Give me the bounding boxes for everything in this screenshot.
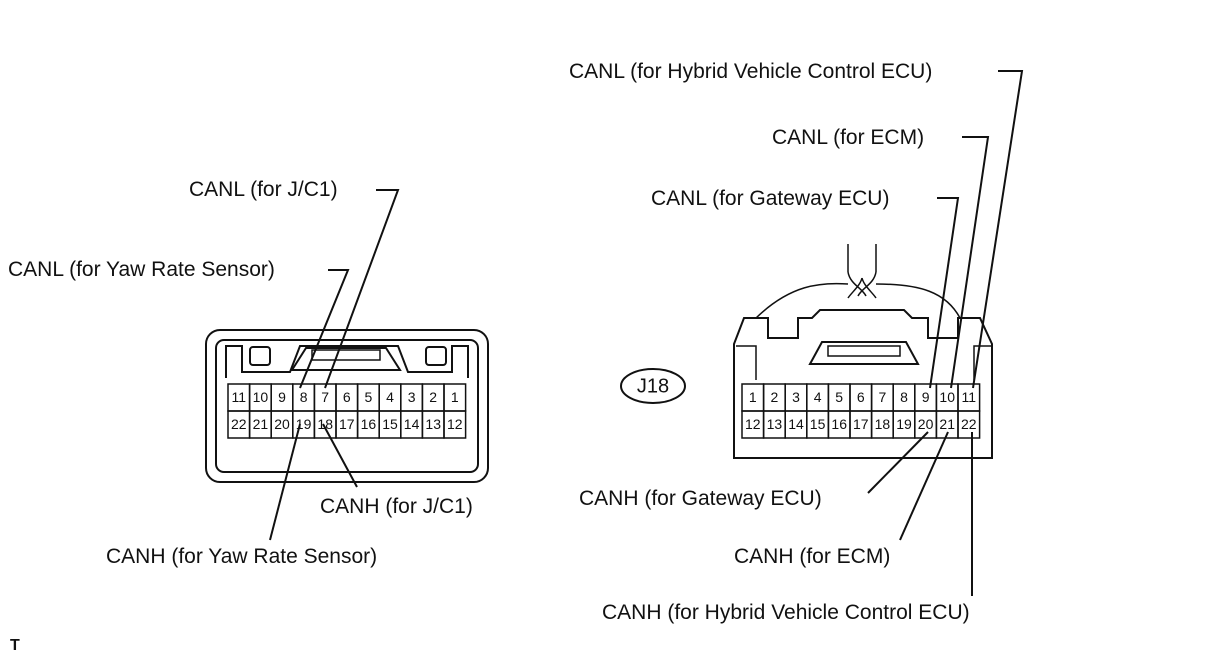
right-pin-22: 22 (961, 416, 977, 432)
left-pin-15: 15 (382, 416, 398, 432)
left-pin-18: 18 (317, 416, 333, 432)
footer-mark: T (10, 637, 20, 654)
right-pin-11: 11 (962, 389, 977, 405)
canh-ecm-label: CANH (for ECM) (734, 545, 890, 568)
left-leader-lines (269, 189, 400, 541)
right-pin-7: 7 (879, 389, 887, 405)
left-pin-6: 6 (343, 389, 351, 405)
left-pin-17: 17 (339, 416, 355, 432)
right-pin-15: 15 (810, 416, 826, 432)
right-pin-1: 1 (749, 389, 757, 405)
right-pin-9: 9 (922, 389, 930, 405)
left-pin-5: 5 (365, 389, 373, 405)
left-pin-7: 7 (321, 389, 329, 405)
left-pin-11: 11 (232, 389, 247, 405)
left-pin-22: 22 (231, 416, 247, 432)
right-pin-12: 12 (745, 416, 761, 432)
left-pin-20: 20 (274, 416, 290, 432)
canh-gateway-ecu-label: CANH (for Gateway ECU) (579, 487, 822, 510)
left-pin-10: 10 (253, 389, 269, 405)
canh-jc1-label: CANH (for J/C1) (320, 495, 473, 518)
right-pin-8: 8 (900, 389, 908, 405)
left-pin-21: 21 (253, 416, 269, 432)
right-pin-6: 6 (857, 389, 865, 405)
connector-id-badge: J18 (620, 368, 686, 404)
canl-gateway-ecu-label: CANL (for Gateway ECU) (651, 187, 889, 210)
right-pin-16: 16 (831, 416, 847, 432)
left-pin-13: 13 (425, 416, 441, 432)
canl-hybrid-ecu-label: CANL (for Hybrid Vehicle Control ECU) (569, 60, 932, 83)
left-pin-16: 16 (361, 416, 377, 432)
right-pin-13: 13 (767, 416, 783, 432)
right-pin-14: 14 (788, 416, 804, 432)
right-pin-20: 20 (918, 416, 934, 432)
right-pin-4: 4 (814, 389, 822, 405)
right-pin-3: 3 (792, 389, 800, 405)
right-pin-2: 2 (771, 389, 779, 405)
right-pin-5: 5 (835, 389, 843, 405)
right-pin-19: 19 (896, 416, 912, 432)
right-pin-cell (957, 410, 981, 439)
canh-yaw-rate-sensor-label: CANH (for Yaw Rate Sensor) (106, 545, 377, 568)
left-pin-1: 1 (451, 389, 459, 405)
right-leader-lines (867, 70, 1024, 596)
connector-id-text: J18 (637, 375, 669, 397)
left-pin-3: 3 (408, 389, 416, 405)
left-pin-9: 9 (278, 389, 286, 405)
canl-jc1-label: CANL (for J/C1) (189, 178, 338, 201)
canh-hybrid-ecu-label: CANH (for Hybrid Vehicle Control ECU) (602, 601, 970, 624)
right-pin-21: 21 (939, 416, 955, 432)
right-pin-10: 10 (939, 389, 955, 405)
left-pin-cell (443, 410, 467, 439)
left-pin-14: 14 (404, 416, 420, 432)
left-pin-8: 8 (300, 389, 308, 405)
canl-yaw-rate-sensor-label: CANL (for Yaw Rate Sensor) (8, 258, 275, 281)
left-pin-12: 12 (447, 416, 463, 432)
left-pin-2: 2 (429, 389, 437, 405)
canl-ecm-label: CANL (for ECM) (772, 126, 924, 149)
right-pin-17: 17 (853, 416, 869, 432)
right-pin-18: 18 (875, 416, 891, 432)
left-pin-4: 4 (386, 389, 394, 405)
